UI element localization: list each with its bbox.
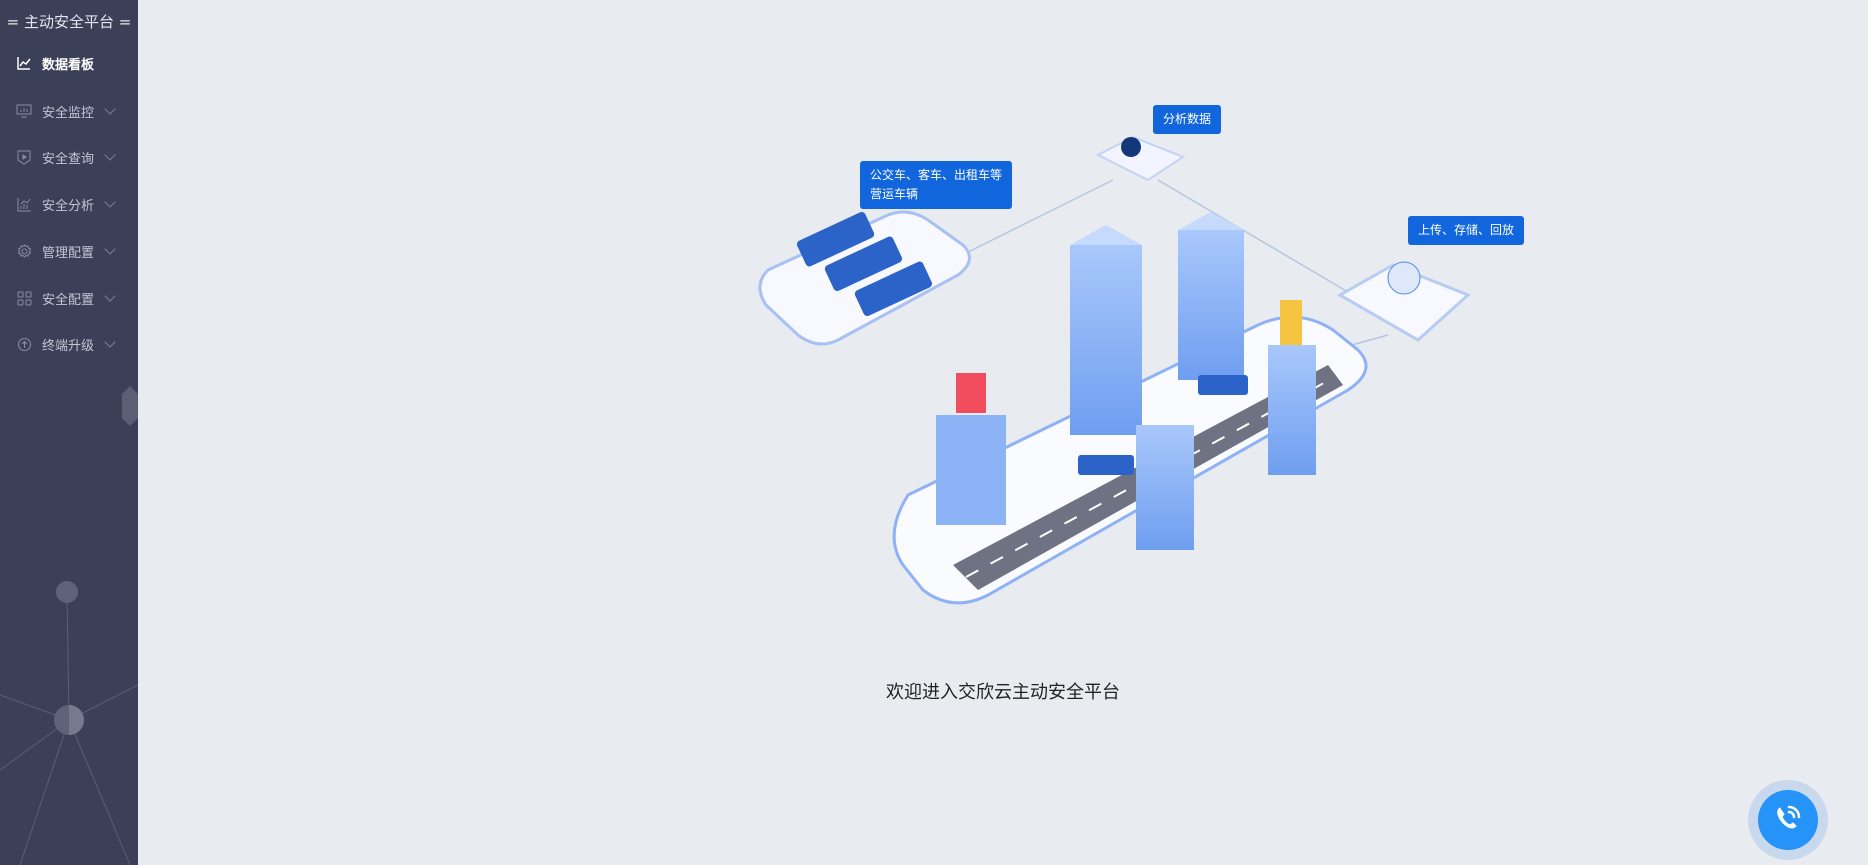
phone-call-icon: [1772, 802, 1804, 838]
smart-city-illustration: 公交车、客车、出租车等 营运车辆 分析数据 上传、存储、回放: [738, 95, 1538, 635]
chevron-down-icon: [104, 196, 116, 208]
analyze-data-tag: 分析数据: [1153, 105, 1222, 134]
chevron-down-icon: [104, 336, 116, 348]
welcome-text: 欢迎进入交欣云主动安全平台: [886, 682, 1120, 703]
analysis-chart-icon: [16, 196, 32, 212]
sidebar-item-terminal-upgrade[interactable]: 终端升级: [0, 324, 138, 364]
chevron-down-icon: [104, 149, 116, 161]
contact-phone-button[interactable]: [1748, 780, 1828, 860]
main-content: 公交车、客车、出租车等 营运车辆 分析数据 上传、存储、回放 欢迎进入交欣云主动…: [138, 0, 1868, 865]
sidebar-item-security-config[interactable]: 安全配置: [0, 278, 138, 318]
sidebar-title: = 主动安全平台 =: [6, 13, 132, 31]
sidebar-item-dashboard[interactable]: 数据看板: [0, 43, 138, 83]
line-chart-icon: [16, 55, 32, 71]
network-decoration: [0, 581, 138, 865]
sidebar: = 主动安全平台 = 数据看板 安全监控 安全查询 安全分析 管理配置 安全配置…: [0, 0, 138, 865]
sidebar-item-management-config[interactable]: 管理配置: [0, 231, 138, 271]
monitor-icon: [16, 103, 32, 119]
sidebar-item-label: 数据看板: [42, 57, 95, 73]
sidebar-item-label: 安全查询: [42, 151, 95, 167]
sidebar-item-label: 安全配置: [42, 292, 95, 308]
sidebar-item-label: 安全监控: [42, 105, 95, 121]
chevron-down-icon: [104, 243, 116, 255]
upload-storage-tag: 上传、存储、回放: [1408, 216, 1525, 245]
sidebar-item-security-query[interactable]: 安全查询: [0, 137, 138, 177]
upgrade-icon: [16, 336, 32, 352]
chevron-down-icon: [104, 290, 116, 302]
gear-icon: [16, 243, 32, 259]
sidebar-item-label: 安全分析: [42, 198, 95, 214]
sidebar-item-label: 管理配置: [42, 245, 95, 261]
sidebar-item-security-analysis[interactable]: 安全分析: [0, 184, 138, 224]
sidebar-item-label: 终端升级: [42, 338, 95, 354]
sidebar-item-security-monitor[interactable]: 安全监控: [0, 91, 138, 131]
grid-icon: [16, 290, 32, 306]
shield-play-icon: [16, 149, 32, 165]
collapse-sidebar-button[interactable]: [122, 386, 138, 426]
vehicles-tag: 公交车、客车、出租车等 营运车辆: [860, 161, 1013, 209]
chevron-down-icon: [104, 103, 116, 115]
